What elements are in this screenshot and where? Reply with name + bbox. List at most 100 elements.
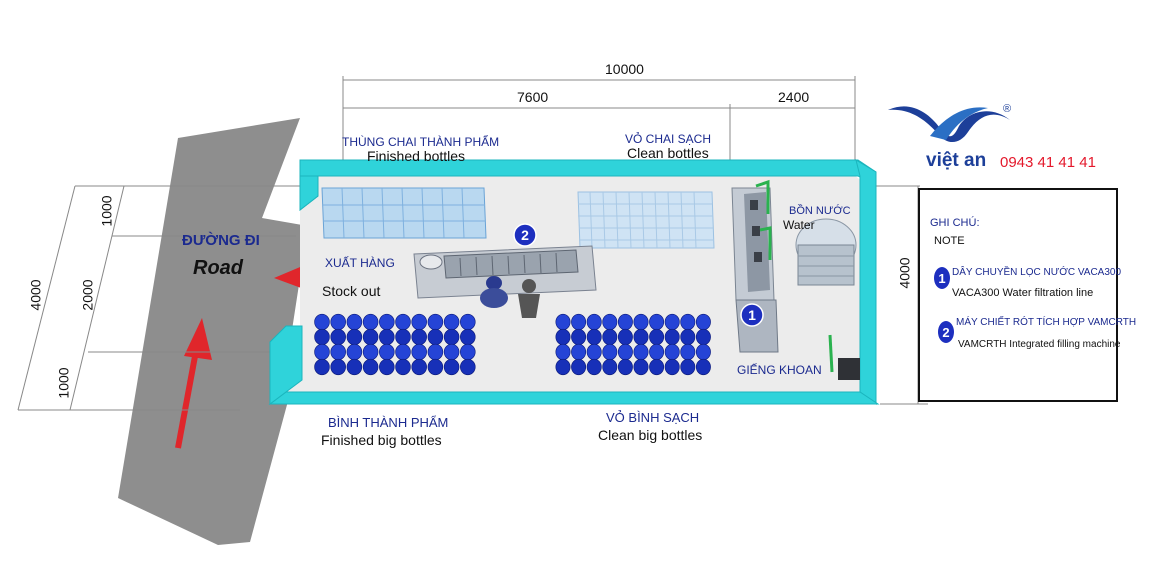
- big-bottle: [395, 313, 411, 331]
- big-bottle: [346, 343, 363, 361]
- big-bottle: [346, 313, 363, 331]
- big-bottle: [649, 313, 665, 331]
- big-bottle: [411, 343, 427, 361]
- finished-big-bottles: [314, 313, 476, 376]
- big-bottle: [314, 313, 330, 331]
- finished-bottles-label-en: Finished bottles: [367, 148, 466, 164]
- big-bottle: [379, 343, 395, 361]
- viet-an-logo-icon: [888, 106, 1010, 143]
- road-arrow-up: [175, 318, 212, 449]
- big-bottle: [330, 313, 346, 331]
- dimension-lines-left: [17, 185, 300, 411]
- dim-left-total: 4000: [27, 279, 44, 311]
- big-bottle: [427, 343, 444, 361]
- big-bottle: [571, 358, 587, 376]
- big-bottle: [443, 328, 460, 346]
- dimension-lines-top: [342, 76, 856, 168]
- clean-big-bottles-label-vn: VỎ BÌNH SẠCH: [606, 410, 700, 425]
- big-bottle: [633, 313, 649, 331]
- big-bottle: [555, 358, 571, 376]
- dim-left-bottom: 1000: [55, 367, 72, 399]
- dim-right-length: 2400: [778, 89, 810, 105]
- note-item-1-en: VACA300 Water filtration line: [952, 287, 1094, 299]
- big-bottle: [427, 358, 444, 376]
- big-bottle: [602, 328, 618, 346]
- note-title-vn: GHI CHÚ:: [930, 217, 980, 229]
- big-bottle: [649, 358, 665, 376]
- clean-big-bottles: [555, 313, 711, 376]
- note-item-2-badge: 2: [938, 321, 954, 343]
- big-bottle: [695, 343, 711, 361]
- well-pump: [828, 334, 860, 380]
- registered-mark: ®: [1003, 103, 1011, 115]
- big-bottle: [379, 328, 395, 346]
- big-bottle: [362, 313, 379, 331]
- big-bottle: [664, 313, 680, 331]
- big-bottle: [680, 358, 696, 376]
- finished-bottles-label-vn: THÙNG CHAI THÀNH PHẨM: [342, 135, 500, 149]
- road-label-vn: ĐƯỜNG ĐI: [182, 232, 260, 249]
- big-bottle: [633, 343, 649, 361]
- big-bottle: [633, 358, 649, 376]
- water-tank: [795, 218, 857, 286]
- big-bottle: [443, 343, 460, 361]
- big-bottle: [555, 313, 571, 331]
- big-bottle: [346, 328, 363, 346]
- big-bottle: [346, 358, 363, 376]
- marker-1: 1: [740, 303, 764, 327]
- note-item-1-vn: DÂY CHUYỀN LỌC NƯỚC VACA300: [952, 267, 1122, 278]
- big-bottle: [695, 328, 711, 346]
- big-bottle: [427, 313, 444, 331]
- svg-text:1: 1: [748, 307, 756, 323]
- big-bottle: [411, 328, 427, 346]
- finished-bottle-cases: [321, 187, 487, 239]
- big-bottle: [460, 358, 476, 376]
- water-tank-label-vn: BỒN NƯỚC: [789, 205, 851, 217]
- finished-big-bottles-label-en: Finished big bottles: [321, 432, 442, 448]
- big-bottle: [664, 358, 680, 376]
- big-bottle: [617, 328, 633, 346]
- big-bottle: [602, 343, 618, 361]
- big-bottle: [314, 358, 330, 376]
- dim-left-top: 1000: [98, 195, 115, 227]
- road-label-en: Road: [193, 257, 243, 279]
- big-bottle: [362, 358, 379, 376]
- big-bottle: [411, 313, 427, 331]
- note-item-2-vn: MÁY CHIẾT RÓT TÍCH HỢP VAMCRTH: [956, 317, 1137, 328]
- big-bottle: [680, 343, 696, 361]
- big-bottle: [617, 358, 633, 376]
- dim-left-mid: 2000: [79, 279, 96, 311]
- big-bottle: [555, 328, 571, 346]
- big-bottle: [571, 343, 587, 361]
- big-bottle: [362, 328, 379, 346]
- marker-2: 2: [513, 223, 537, 247]
- big-bottle: [411, 358, 427, 376]
- big-bottle: [330, 328, 346, 346]
- big-bottle: [427, 328, 444, 346]
- big-bottle: [586, 328, 602, 346]
- clean-big-bottles-label-en: Clean big bottles: [598, 427, 703, 443]
- big-bottle: [460, 328, 476, 346]
- big-bottle: [680, 328, 696, 346]
- big-bottle: [695, 358, 711, 376]
- filling-machine-conveyor: [413, 245, 597, 299]
- stock-out-label-en: Stock out: [322, 283, 381, 299]
- big-bottle: [314, 328, 330, 346]
- big-bottle: [695, 313, 711, 331]
- factory-walls: [268, 158, 880, 405]
- big-bottle: [649, 343, 665, 361]
- water-filtration-line: [731, 179, 779, 353]
- big-bottle: [586, 343, 602, 361]
- big-bottle: [395, 328, 411, 346]
- clean-bottles-stack: [577, 191, 715, 249]
- note-legend: GHI CHÚ: NOTE 1 DÂY CHUYỀN LỌC NƯỚC VACA…: [918, 188, 1136, 402]
- worker-figures: [480, 276, 540, 318]
- big-bottle: [680, 313, 696, 331]
- brand-name: việt an: [926, 150, 987, 171]
- big-bottle: [330, 358, 346, 376]
- big-bottle: [602, 313, 618, 331]
- dim-total-length: 10000: [605, 61, 644, 77]
- big-bottle: [586, 358, 602, 376]
- finished-big-bottles-label-vn: BÌNH THÀNH PHẨM: [328, 415, 449, 430]
